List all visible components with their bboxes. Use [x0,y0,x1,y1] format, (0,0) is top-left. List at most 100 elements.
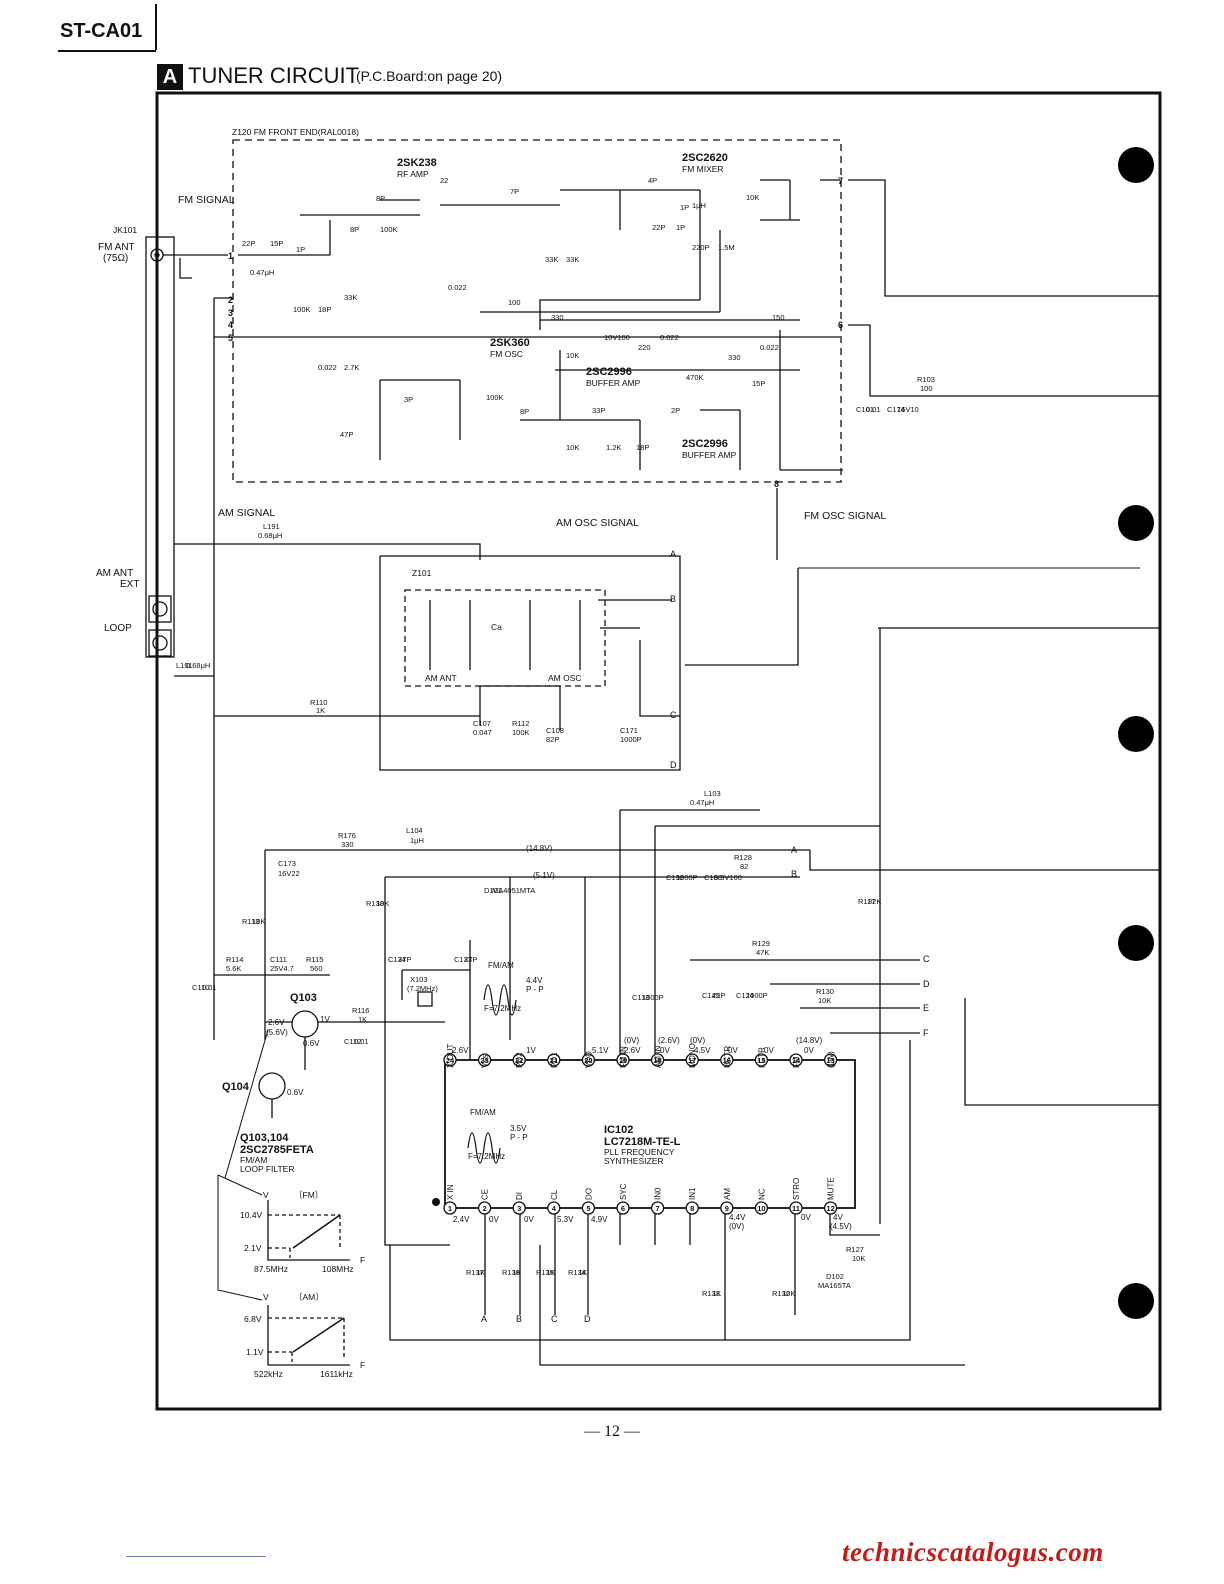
fm-graph-y-low: 2.1V [244,1243,262,1253]
schematic-frame [155,91,1162,1411]
svg-text:33K: 33K [545,255,558,264]
svg-text:D: D [584,1314,591,1324]
ic-top-pin-15-name: LCTR [757,1047,766,1068]
front-end-component-values: 22P 15P 8P 22 7P 4P 22P 1P 1μH 10K 220P … [242,176,785,452]
svg-text:100: 100 [508,298,521,307]
svg-text:0.01: 0.01 [866,405,881,414]
antenna-jack-strip [145,236,175,658]
page-number: — 12 — [584,1423,640,1440]
svg-text:22: 22 [440,176,448,185]
svg-text:(0V): (0V) [690,1036,705,1045]
ic-bottom-pin-1-name: X IN [446,1184,455,1200]
svg-text:1000P: 1000P [676,873,698,882]
ic-top-pin-18-circle [650,1053,665,1067]
svg-text:MA165TA: MA165TA [818,1281,851,1290]
svg-text:(14.8V): (14.8V) [526,844,553,853]
svg-text:0V: 0V [489,1215,499,1224]
am-graph-axes [267,1305,350,1366]
fm-mixer-transistor: 2SC2620 [682,152,728,164]
ic-bottom-pin-6-circle [616,1201,630,1215]
svg-text:0.022: 0.022 [660,333,679,342]
svg-text:0.01: 0.01 [354,1037,369,1046]
svg-text:8P: 8P [350,225,359,234]
svg-text:4: 4 [228,320,233,330]
svg-text:7: 7 [838,176,843,186]
svg-text:5.6K: 5.6K [226,964,241,973]
svg-text:C110: C110 [192,983,209,992]
fm-graph-x-high: 108MHz [322,1264,354,1274]
ic-bottom-pin-7-number: 7 [656,1204,660,1213]
ic-top-pin-23-name: Vss [481,1055,490,1068]
svg-text:R133: R133 [702,1289,720,1298]
fm-graph-x-axis: F [360,1255,365,1265]
ic-top-pin-16-circle [720,1053,734,1067]
svg-text:B: B [670,594,676,604]
svg-text:1P: 1P [676,223,685,232]
footer-rule [126,1556,266,1557]
svg-text:330: 330 [551,313,564,322]
ic-top-pin-14-circle [789,1053,803,1067]
svg-text:R130: R130 [816,987,834,996]
loop-filter-desc-1: FM/AM [240,1155,267,1165]
fm-graph-y-high: 10.4V [240,1210,263,1220]
am-ant-label: AM ANT [96,568,133,579]
svg-text:1K: 1K [712,1289,721,1298]
svg-text:2.7K: 2.7K [344,363,359,372]
ic-bottom-pin-4-number: 4 [552,1204,557,1213]
svg-text:(5.6V): (5.6V) [266,1028,288,1037]
loop-filter-parts: Q103,104 [240,1132,289,1144]
svg-text:R176: R176 [338,831,356,840]
ic-bottom-pin-2-number: 2 [483,1204,487,1213]
svg-text:0V: 0V [524,1215,534,1224]
svg-text:1V: 1V [526,1046,536,1055]
waveform1-trace [483,984,517,1016]
svg-text:0.022: 0.022 [448,283,467,292]
svg-text:33P: 33P [592,406,605,415]
svg-text:100: 100 [920,384,933,393]
ic-top-pin-16-number: 16 [723,1056,731,1065]
svg-text:R103: R103 [917,375,935,384]
ic-top-pin-20-number: 20 [584,1056,592,1065]
section-title: TUNER CIRCUIT [188,63,360,88]
svg-text:7P: 7P [510,187,519,196]
fm-front-end-box [232,139,842,483]
svg-text:(4.5V): (4.5V) [830,1222,852,1231]
svg-text:R136: R136 [502,1268,520,1277]
ic-bottom-pin-3-name: DI [515,1192,524,1200]
svg-text:330: 330 [728,353,741,362]
fm-osc-transistor: 2SK360 [490,337,530,349]
svg-text:1000P: 1000P [642,993,664,1002]
svg-text:0V: 0V [764,1046,774,1055]
svg-text:2.4V: 2.4V [453,1215,470,1224]
svg-text:0.47μH: 0.47μH [250,268,274,277]
svg-text:R135: R135 [536,1268,554,1277]
svg-text:2: 2 [228,295,233,305]
svg-text:2P: 2P [671,406,680,415]
svg-text:(14.8V): (14.8V) [796,1036,823,1045]
svg-text:3: 3 [228,308,233,318]
waveform2-pp: P - P [510,1133,528,1142]
svg-text:15P: 15P [752,379,765,388]
svg-text:0V: 0V [660,1046,670,1055]
ic-bottom-pin-8-name: IN1 [688,1187,697,1200]
svg-text:R129: R129 [752,939,770,948]
svg-text:R138: R138 [366,899,384,908]
svg-text:0V: 0V [728,1046,738,1055]
svg-text:10K: 10K [566,443,579,452]
svg-text:27P: 27P [464,955,477,964]
binder-hole-4 [1118,925,1154,961]
svg-text:C134: C134 [388,955,406,964]
svg-text:47P: 47P [340,430,353,439]
ic-top-pin-17-number: 17 [688,1056,696,1065]
svg-text:C174: C174 [887,405,905,414]
am-graph-y-high: 6.8V [244,1314,262,1324]
svg-text:C111: C111 [270,955,287,964]
svg-text:1.2K: 1.2K [606,443,621,452]
ic-bottom-pin-11-name: STRO [792,1178,801,1200]
z101-coil-box [404,589,606,687]
binder-hole-2 [1118,505,1154,541]
waveform1-label: FM/AM [488,961,514,970]
ic-bottom-pin-10-number: 10 [757,1204,765,1213]
svg-text:C: C [923,954,930,964]
